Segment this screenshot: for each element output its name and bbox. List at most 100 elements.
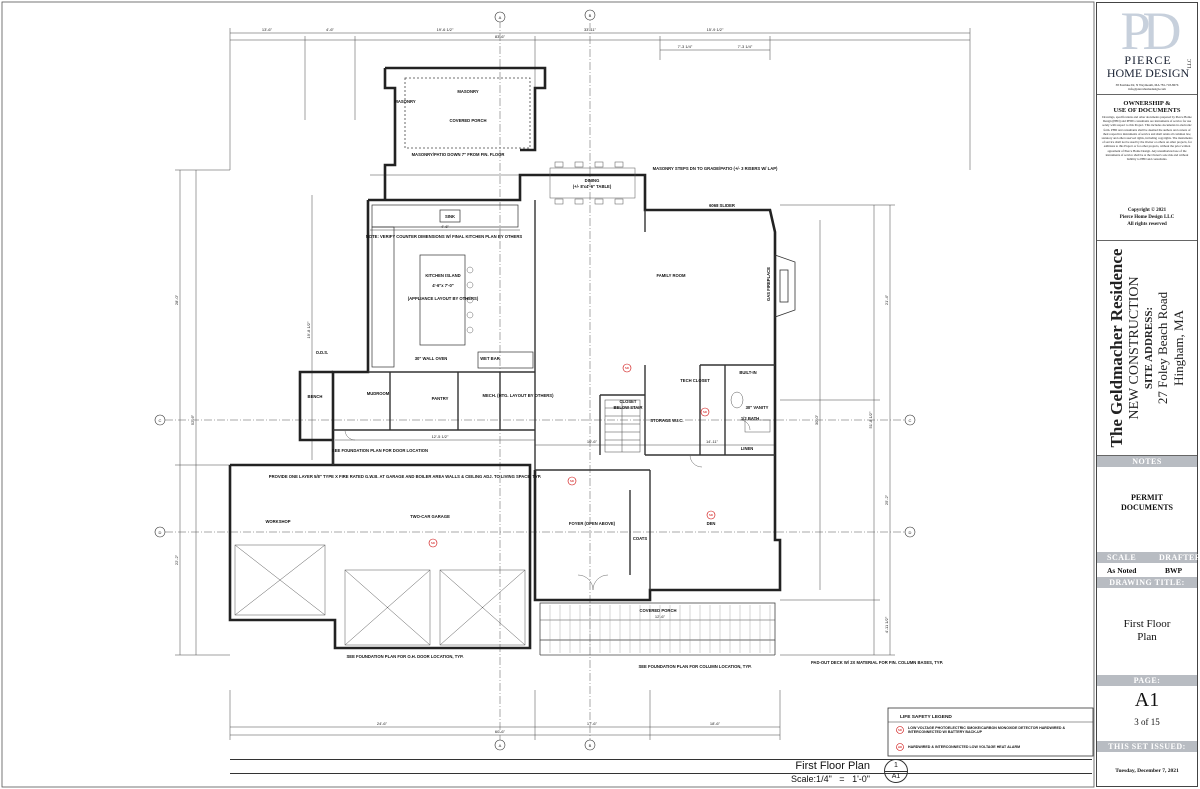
garage-doors — [234, 544, 526, 646]
svg-text:52'-6": 52'-6" — [190, 414, 195, 425]
dining-table — [549, 161, 636, 205]
copyright-line2: Pierce Home Design LLC — [1119, 215, 1175, 220]
site-label: SITE ADDRESS: — [1143, 306, 1155, 390]
room-label: CLOSET — [620, 399, 637, 404]
smoke-detector-codes: SD SD SD SD SD — [431, 366, 714, 545]
detail-bubble-sheet: A1 — [891, 773, 901, 780]
room-label: PROVIDE ONE LAYER 5/8" TYPE X FIRE RATED… — [269, 474, 541, 479]
sink-outline — [439, 209, 461, 223]
legend-item-heat: HARDWIRED & INTERCONNECTED LOW VOLTAGE H… — [908, 745, 1021, 749]
ownership-section: OWNERSHIP & USE OF DOCUMENTS — [1097, 95, 1197, 241]
site-city: Hingham, MA — [1171, 310, 1186, 386]
room-label: DINING — [585, 178, 600, 183]
kitchen-casework — [371, 204, 534, 369]
copyright-line1: Copyright © 2021 — [1127, 208, 1167, 213]
svg-text:25'-2": 25'-2" — [884, 494, 889, 505]
grid-bubble-top-b — [584, 9, 596, 21]
room-label: TWO-CAR GARAGE — [410, 514, 450, 519]
svg-text:60'-6": 60'-6" — [495, 729, 506, 734]
project-section: The Geldmacher Residence NEW CONSTRUCTIO… — [1097, 241, 1197, 455]
room-label: 6068 SLIDER — [709, 203, 735, 208]
room-label: PAD-OUT DECK W/ 2X MATERIAL FOR FIN. COL… — [811, 660, 943, 665]
svg-text:51'-8 1/2": 51'-8 1/2" — [868, 411, 873, 428]
grid-bubble-right-d — [904, 526, 916, 538]
svg-text:SD: SD — [898, 728, 903, 732]
room-label: COATS — [633, 536, 648, 541]
sheet-title: First Floor Plan — [795, 760, 870, 772]
scale-value: As Noted — [1107, 566, 1137, 575]
ownership-heading-2: USE OF DOCUMENTS — [1113, 107, 1181, 114]
room-label: O.D.S. — [316, 350, 329, 355]
firm-name-line1: PIERCE — [1124, 53, 1172, 67]
grid-bubble-left-c — [154, 414, 166, 426]
drafter-value: BWP — [1165, 566, 1183, 575]
copyright-line3: All rights reserved — [1127, 222, 1167, 227]
svg-text:21'-4": 21'-4" — [884, 294, 889, 305]
scale-eq: = — [839, 774, 845, 784]
grid-bubble-bottom-b — [584, 739, 596, 751]
room-label: 4'-6"x 7'-0" — [432, 283, 454, 288]
svg-text:12'-6": 12'-6" — [655, 614, 666, 619]
grid-bubble-right-c — [904, 414, 916, 426]
svg-text:17'-6": 17'-6" — [587, 721, 598, 726]
room-label: PANTRY — [432, 396, 449, 401]
project-name: The Geldmacher Residence — [1107, 248, 1126, 448]
svg-text:4'-6": 4'-6" — [441, 224, 450, 229]
site-street: 27 Foley Beach Road — [1155, 291, 1170, 405]
sheet-title-bar: First Floor Plan Scale:1/4" = 1'-0" 1 A1 — [230, 759, 1092, 787]
svg-text:10'-6": 10'-6" — [587, 439, 598, 444]
svg-text:19'-6 1/2": 19'-6 1/2" — [437, 27, 454, 32]
legend-item-smoke: LOW VOLTAGE PHOTOELECTRIC SMOKE/CARBON M… — [908, 726, 1066, 735]
grid-label: D — [909, 530, 912, 535]
room-label: MECH. (HTG. LAYOUT BY OTHERS) — [483, 393, 555, 398]
stairs — [604, 399, 641, 453]
scale-label: Scale:1/4" — [791, 774, 832, 784]
fireplace — [774, 254, 796, 318]
room-label: MASONRY STEPS DN TO GRADE/PATIO (+/- 3 R… — [653, 166, 778, 171]
grid-label: D — [159, 530, 162, 535]
dimension-lines — [175, 28, 971, 740]
room-labels: COVERED PORCH MASONRY/PATIO DOWN 7" FROM… — [265, 89, 943, 669]
project-info: The Geldmacher Residence NEW CONSTRUCTIO… — [1107, 249, 1187, 448]
ownership-heading-1: OWNERSHIP & — [1123, 100, 1171, 107]
room-label: STORAGE W.I.C. — [650, 418, 683, 423]
svg-text:22'-2": 22'-2" — [174, 554, 179, 565]
room-label: WORKSHOP — [265, 519, 290, 524]
grid-label: C — [159, 418, 162, 423]
svg-text:7'-3 1/4": 7'-3 1/4" — [678, 44, 693, 49]
room-label: LINEN — [741, 446, 754, 451]
room-label: 30" VANITY — [746, 405, 769, 410]
page-count: 3 of 15 — [1134, 717, 1160, 727]
firm-llc: LLC — [1187, 58, 1193, 69]
svg-text:SD: SD — [625, 366, 630, 370]
sheet-border — [1, 1, 1095, 788]
page-heading: PAGE: — [1097, 675, 1197, 686]
smoke-detector-family — [622, 363, 632, 373]
room-label: COVERED PORCH — [450, 118, 487, 123]
grid-bubble-bottom-a — [494, 739, 506, 751]
interior-walls — [332, 200, 775, 590]
smoke-detector-foyer — [567, 476, 577, 486]
grid-label: C — [909, 418, 912, 423]
scale-heading: SCALE — [1107, 553, 1137, 562]
scale-drafter-band: SCALE DRAFTER — [1097, 552, 1200, 563]
svg-text:SD: SD — [570, 479, 575, 483]
room-label: GAS FIREPLACE — [766, 267, 771, 301]
grid-bubble-top-a — [494, 11, 506, 23]
room-label: (+/- 8'x4'-6" TABLE) — [573, 184, 612, 189]
room-label: FAMILY ROOM — [656, 273, 686, 278]
dimension-text-vertical: 28'-0" 22'-2" 52'-6" 21'-4" 25'-2" 51'-8… — [174, 294, 889, 633]
grid-label: A — [499, 15, 502, 20]
porch-decking — [549, 605, 771, 653]
svg-text:7'-3 1/4": 7'-3 1/4" — [738, 44, 753, 49]
smoke-detector-den — [706, 510, 716, 520]
porch-outlines — [404, 77, 776, 656]
room-label: MASONRY — [457, 89, 478, 94]
firm-logo-monogram: PD — [1120, 1, 1181, 61]
smoke-detector-storage — [700, 407, 710, 417]
room-label: SINK — [445, 214, 455, 219]
svg-text:14'-11": 14'-11" — [706, 439, 719, 444]
room-label: MUDROOM — [367, 391, 390, 396]
issued-date: Tuesday, December 7, 2021 — [1115, 768, 1179, 774]
grid-bubble-left-d — [154, 526, 166, 538]
